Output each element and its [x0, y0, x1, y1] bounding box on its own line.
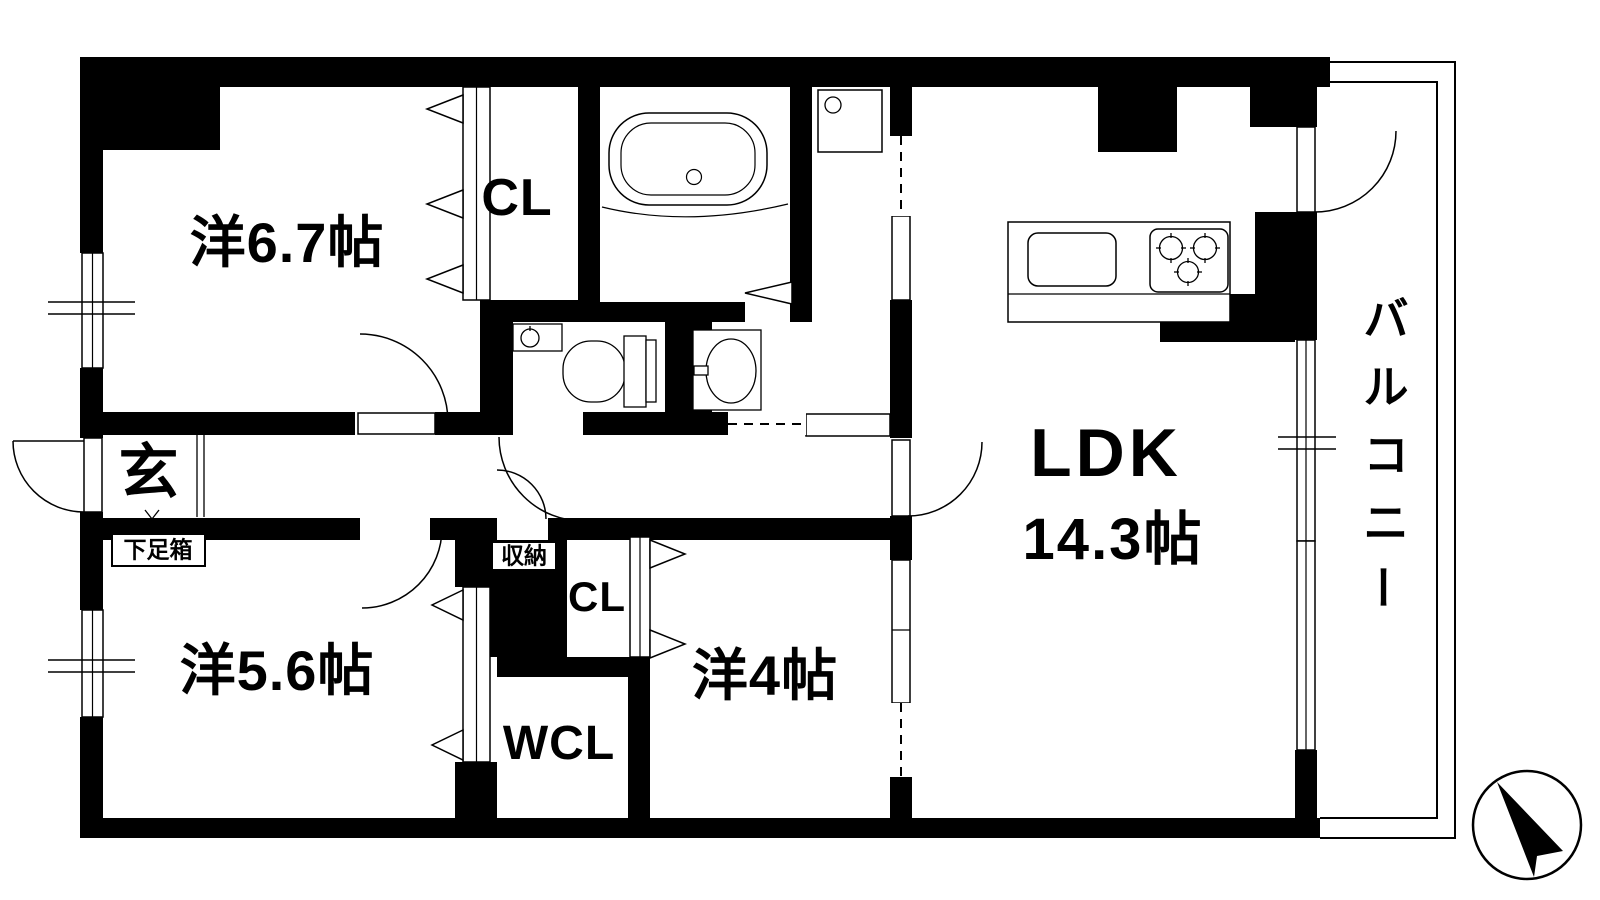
bath-door-chevron — [744, 281, 793, 305]
washer-drain — [824, 96, 842, 114]
ldk-room3-sliding-panel — [891, 559, 911, 704]
label-shoe-box: 下足箱 — [123, 536, 193, 563]
toilet-bowl — [562, 340, 626, 403]
storage-box — [491, 541, 557, 571]
room-label-western-4: 洋4帖 — [691, 644, 839, 707]
genkan-step — [144, 435, 205, 521]
toilet-tank — [623, 335, 647, 408]
compass — [1471, 769, 1583, 881]
balcony-door-leaf — [1296, 126, 1316, 213]
room-label-ldk: LDK — [1030, 415, 1182, 491]
room-label-entrance: 玄 — [118, 439, 180, 506]
room-label-closet-mid: CL — [568, 573, 626, 620]
ldk-door-leaf — [891, 439, 911, 517]
washroom-sliding-panel — [891, 215, 911, 301]
wash-basin — [692, 329, 762, 411]
room1-door-arc — [359, 333, 449, 423]
balcony-char-5: ー — [1356, 564, 1408, 610]
balcony-railing — [1317, 61, 1456, 839]
room-label-western-5-6: 洋5.6帖 — [179, 639, 375, 702]
bathtub — [601, 112, 789, 218]
window-center-lines — [91, 87, 1307, 762]
basin-tap — [693, 365, 709, 376]
balcony-door-arc — [1314, 130, 1397, 213]
toilet-door-arc — [498, 436, 584, 522]
balcony-char-2: ル — [1363, 361, 1409, 413]
entry-door-arc — [12, 440, 85, 513]
room-label-closet-top: CL — [481, 169, 553, 227]
door-arcs — [12, 130, 1397, 609]
entry-door-leaf — [83, 437, 103, 513]
ldk-door-arc — [907, 441, 983, 517]
kitchen-sink — [1027, 232, 1117, 287]
kitchen-counter — [1007, 221, 1231, 323]
north-arrow — [1497, 782, 1563, 877]
hall-sliding-panel — [805, 413, 891, 437]
storage-door-arc — [496, 469, 547, 520]
balcony-char-1: バ — [1363, 293, 1409, 345]
balcony-char-3: コ — [1363, 429, 1409, 481]
walls — [80, 57, 1330, 838]
bath-floor-line — [601, 203, 789, 218]
stove-burners — [1156, 233, 1220, 286]
window-ticks — [48, 301, 1336, 673]
room-label-western-6-7: 洋6.7帖 — [189, 211, 385, 274]
room-label-ldk-size: 14.3帖 — [1022, 507, 1204, 572]
label-storage: 収納 — [501, 542, 547, 569]
room2-door-arc — [361, 527, 443, 609]
balcony-char-4: ニ — [1363, 497, 1409, 549]
sliding-door-tracks — [728, 136, 912, 777]
toilet — [512, 323, 657, 408]
folding-door-chevrons — [424, 93, 793, 762]
shoe-box — [111, 533, 206, 567]
room1-door-leaf — [357, 412, 436, 435]
room-label-wcl: WCL — [502, 717, 616, 770]
